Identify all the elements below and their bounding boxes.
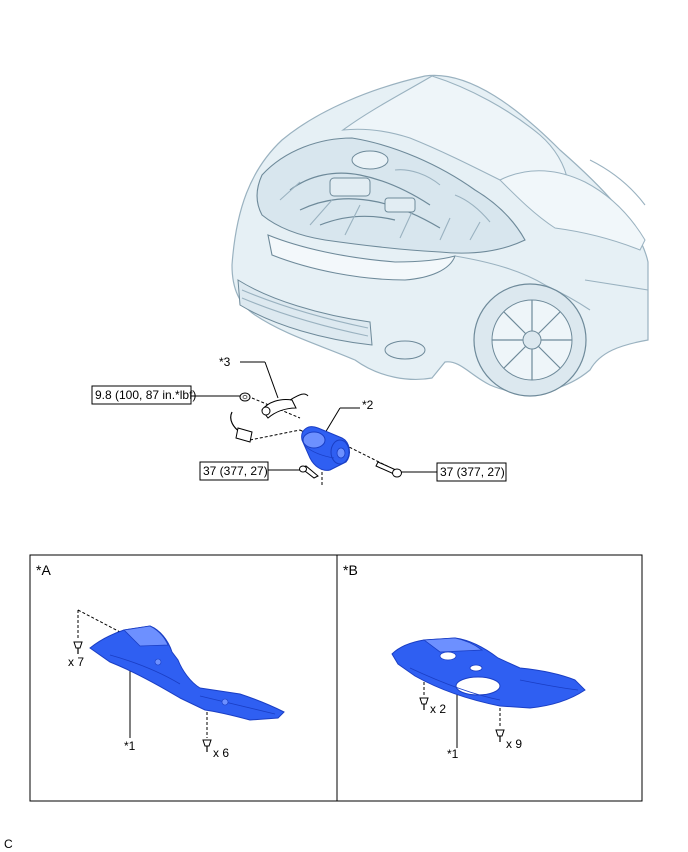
engine-details [279, 150, 491, 241]
cover-b-hole-small [439, 651, 457, 661]
panel-b-callout-item1: *1 [447, 747, 459, 761]
headlight [267, 234, 456, 281]
torque-box-nut [91, 385, 192, 405]
starter-assembly: *3 *2 9.8 (100, 87 in.*lbf) 37 (377, 27)… [91, 355, 507, 485]
starter-bolt-lower [299, 465, 319, 479]
callout-item2: *2 [362, 398, 374, 412]
panel-b-clip-left [419, 697, 429, 710]
panel-b-qty-left: x 2 [430, 702, 446, 716]
panel-a-clip-bottom [202, 739, 212, 752]
panel-a-callout-item1: *1 [124, 739, 136, 753]
panel-a-clip-left [73, 641, 83, 654]
starter-wire-harness [261, 393, 309, 419]
wheel [473, 283, 587, 397]
panel-b-qty-bottom: x 9 [506, 737, 522, 751]
torque-bolt-right: 37 (377, 27) [440, 465, 505, 479]
torque-bolt-lower: 37 (377, 27) [203, 464, 268, 478]
cover-b-hole-large [455, 676, 501, 696]
panel-b-label: *B [343, 562, 358, 578]
panel-a-label: *A [36, 562, 51, 578]
terminal-nut [239, 392, 251, 402]
callout-item3: *3 [219, 355, 231, 369]
panel-b-clip-bottom [495, 729, 505, 742]
fender [454, 255, 591, 311]
panel-a-qty-left: x 7 [68, 655, 84, 669]
starter-motor [301, 426, 350, 471]
windshield [499, 170, 646, 251]
starter-connector [230, 411, 253, 443]
panel-a-qty-bottom: x 6 [213, 746, 229, 760]
engine-bay [256, 137, 526, 254]
torque-nut: 9.8 (100, 87 in.*lbf) [95, 388, 196, 402]
panel-a: *A x 7 *1 x 6 [36, 562, 285, 760]
torque-box-right [436, 462, 507, 482]
car-illustration [231, 74, 649, 397]
figure-code: C [4, 837, 13, 851]
torque-box-lower [199, 461, 269, 481]
fog-light [384, 340, 426, 360]
panel-b: *B x 2 *1 x 9 [343, 562, 586, 761]
starter-bolt-right [375, 461, 402, 478]
